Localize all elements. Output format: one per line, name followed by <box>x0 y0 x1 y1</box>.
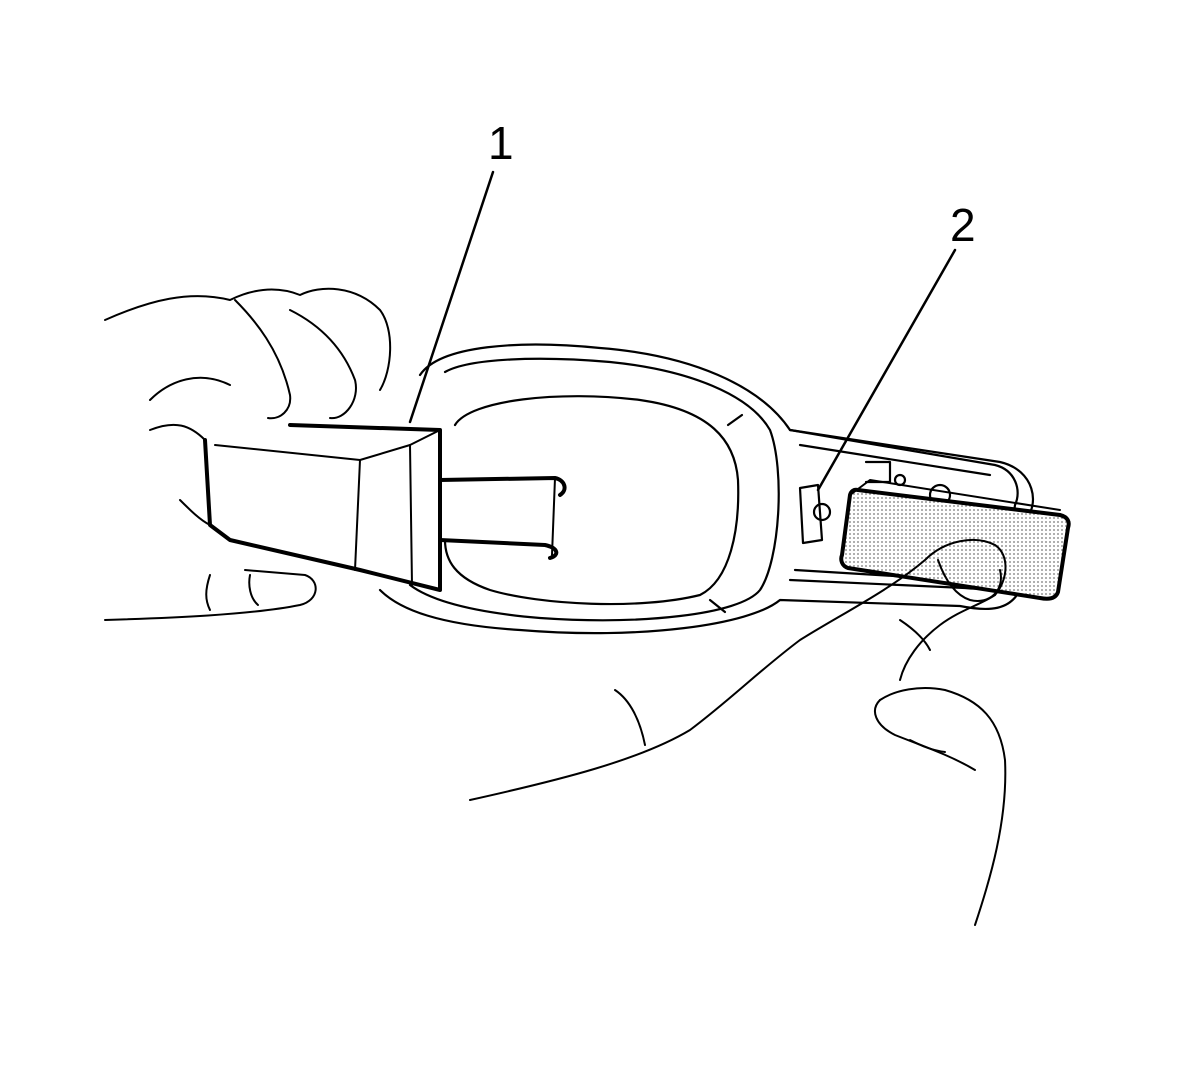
callout-1-label: 1 <box>488 117 514 169</box>
handle-cover <box>203 423 567 592</box>
handle-recess <box>443 395 740 606</box>
leader-line-2 <box>816 248 957 492</box>
door-handle-housing <box>378 343 1034 635</box>
left-hand <box>104 287 392 621</box>
callout-2-label: 2 <box>950 199 976 251</box>
release-tab <box>839 479 1071 601</box>
retaining-clip <box>798 483 824 545</box>
leader-line-1 <box>408 170 495 424</box>
right-hand <box>469 539 1007 926</box>
